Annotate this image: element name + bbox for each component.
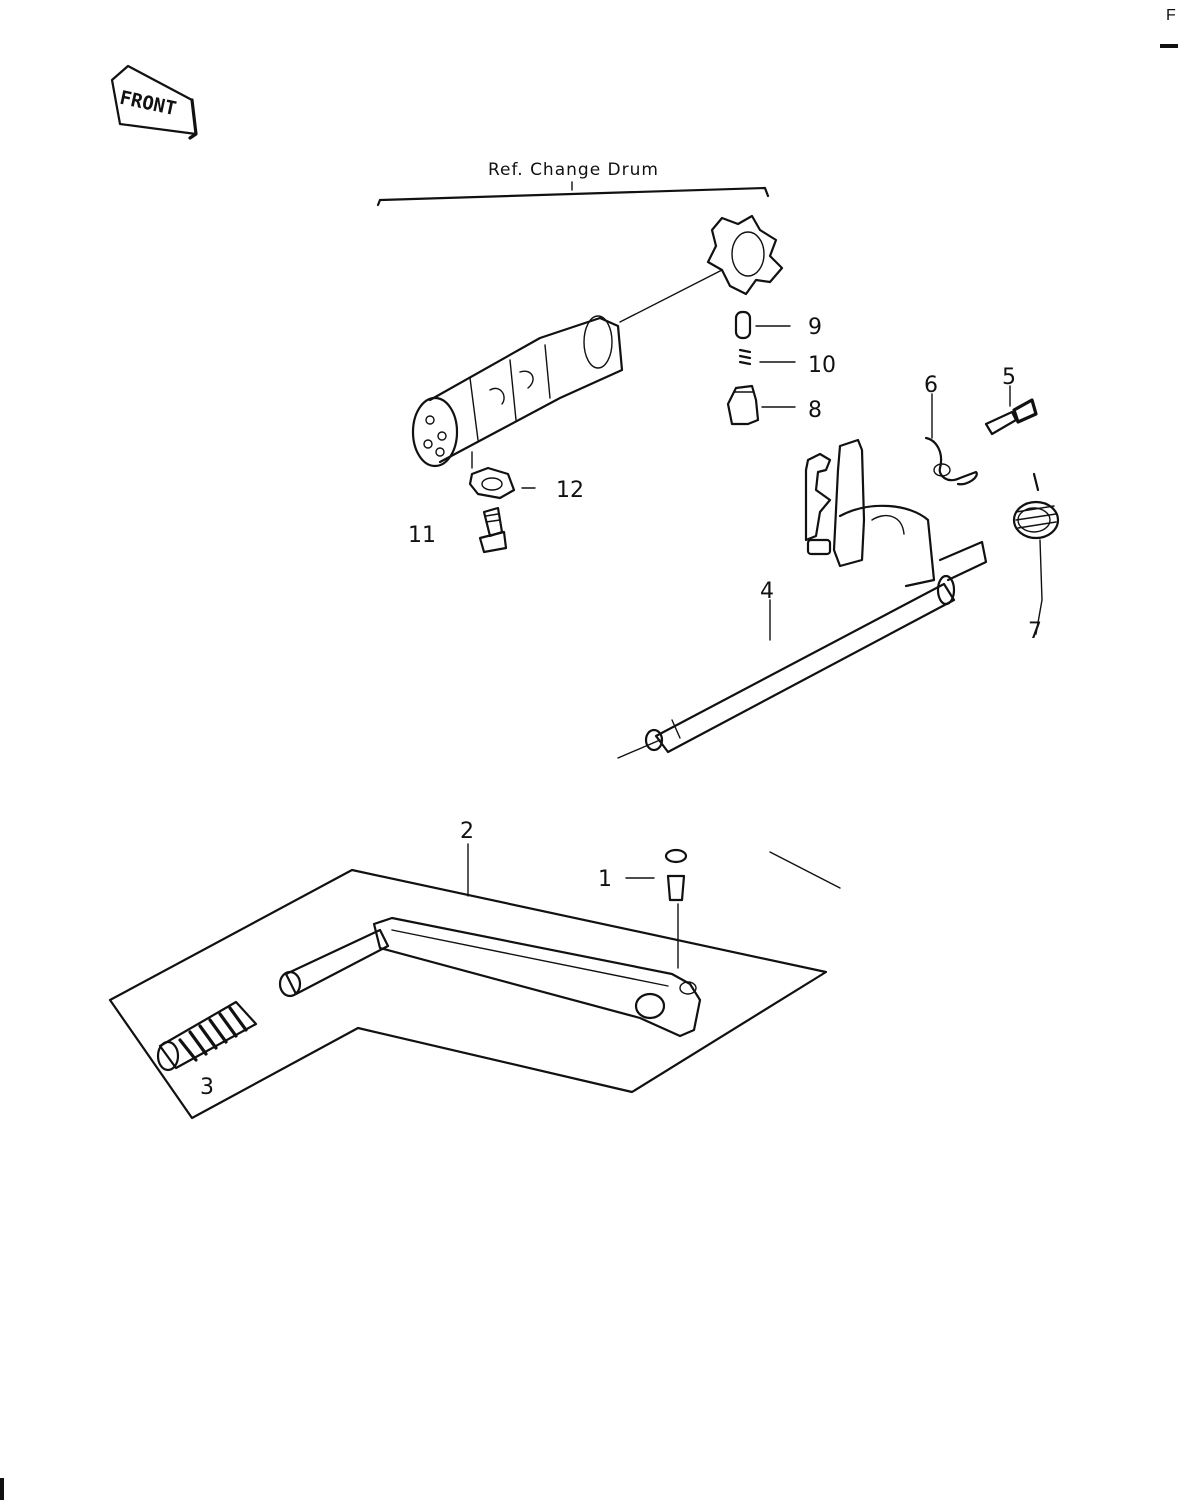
part-6-spring: 6 xyxy=(924,373,978,486)
part-1-bolt: 1 xyxy=(598,848,841,969)
reference-note: Ref. Change Drum xyxy=(488,160,659,180)
front-label: FRONT xyxy=(118,87,179,120)
callout-3: 3 xyxy=(200,1075,214,1100)
callout-7: 7 xyxy=(1028,619,1042,644)
part-7-return-spring: 7 xyxy=(1012,472,1060,644)
part-9-pin: 9 xyxy=(734,310,822,340)
callout-4: 4 xyxy=(760,579,774,604)
part-4-shift-shaft: 4 xyxy=(617,438,988,759)
part-12-stopper: 12 xyxy=(468,466,584,503)
page-edge-mark xyxy=(1160,44,1178,48)
part-3-foot-peg-rubber: 3 xyxy=(156,1000,258,1100)
page-edge-mark-bottom xyxy=(0,1478,4,1500)
callout-12: 12 xyxy=(556,478,584,503)
front-direction-tag: FRONT xyxy=(110,64,198,140)
corner-mark: F xyxy=(1166,7,1176,24)
callout-5: 5 xyxy=(1002,365,1016,390)
callout-10: 10 xyxy=(808,353,836,378)
callout-11: 11 xyxy=(408,523,436,548)
callout-6: 6 xyxy=(924,373,938,398)
callout-9: 9 xyxy=(808,315,822,340)
callout-2: 2 xyxy=(460,819,474,844)
reference-bracket: Ref. Change Drum xyxy=(376,160,770,207)
change-drum xyxy=(411,214,784,469)
part-5-bolt: 5 xyxy=(984,365,1038,436)
part-10-spring: 10 xyxy=(738,348,836,378)
part-8-plug: 8 xyxy=(726,384,822,426)
callout-1: 1 xyxy=(598,867,612,892)
part-11-screw: 11 xyxy=(408,506,508,554)
callout-8: 8 xyxy=(808,398,822,423)
part-2-shift-pedal: 2 xyxy=(108,819,828,1120)
